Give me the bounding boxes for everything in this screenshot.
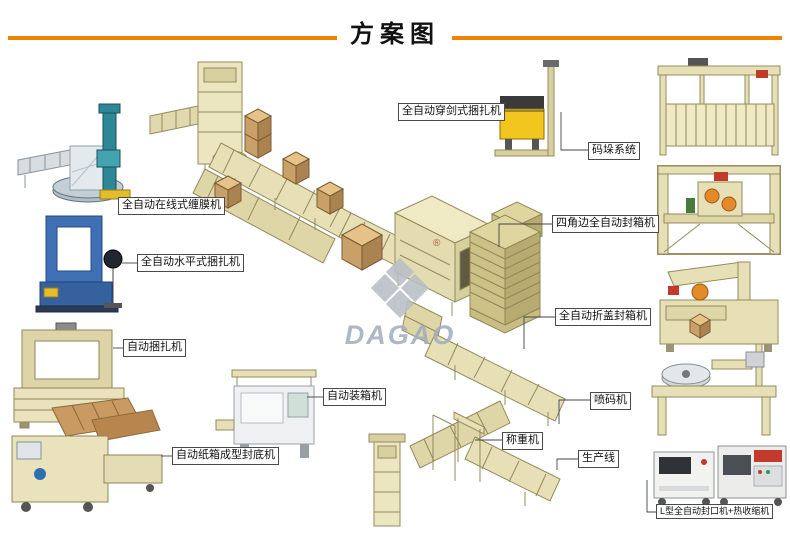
coding-machine (651, 343, 777, 436)
carton-boxes-on-conveyor (213, 108, 384, 271)
watermark-brand-text: DAGAO (345, 320, 456, 350)
label-inline-wrapper: 全自动在线式缠膜机 (118, 197, 225, 215)
registered-mark: ® (433, 238, 441, 249)
palletized-stacks (468, 201, 544, 334)
page-title: 方案图 (350, 21, 440, 48)
label-weighing-machine: 称重机 (502, 432, 543, 450)
label-flap-fold-sealer: 全自动折盖封箱机 (555, 308, 651, 326)
title-rule-left (8, 36, 337, 40)
inline-wrapping-machine (17, 103, 131, 203)
palletizer-mast (543, 60, 559, 157)
label-case-packer: 自动装箱机 (323, 388, 386, 406)
label-four-corner-sealer: 四角边全自动封箱机 (552, 215, 659, 233)
label-horizontal-strapper: 全自动水平式捆扎机 (137, 254, 244, 272)
lower-elevator-tower (368, 433, 406, 527)
label-l-sealer-shrink: L型全自动封口机+热收缩机 (656, 504, 774, 520)
l-sealer-and-shrink-machine (653, 445, 787, 506)
leader-lines (113, 110, 656, 513)
label-carton-former: 自动纸箱成型封底机 (172, 447, 279, 465)
label-auto-strapper: 自动捆扎机 (123, 339, 186, 357)
weighing-gantry-frame (432, 411, 485, 481)
leader-inkjet (558, 399, 590, 424)
carton-forming-machine (11, 397, 163, 512)
leader-palletizing (560, 112, 588, 151)
leader-production-line (556, 458, 578, 470)
sword-type-strapping-machine (494, 96, 550, 157)
flap-fold-sealing-machine (659, 261, 779, 352)
horizontal-strapping-machine (35, 215, 123, 313)
gantry-palletizer (657, 58, 781, 156)
label-inkjet-coder: 喷码机 (590, 392, 631, 410)
label-production-line: 生产线 (578, 450, 619, 468)
lower-conveyor-run (409, 333, 566, 506)
dagao-watermark: ® DAGAO (345, 238, 456, 350)
title-rule-right (452, 36, 782, 40)
leader-flap-sealer (523, 316, 555, 349)
four-corner-sealing-machine (657, 165, 781, 255)
leader-l-sealer (646, 480, 656, 513)
label-palletizing-system: 码垛系统 (588, 142, 640, 160)
label-sword-strapper: 全自动穿剑式捆扎机 (398, 103, 505, 121)
case-packing-machine (215, 369, 317, 458)
leader-four-corner (498, 223, 552, 247)
